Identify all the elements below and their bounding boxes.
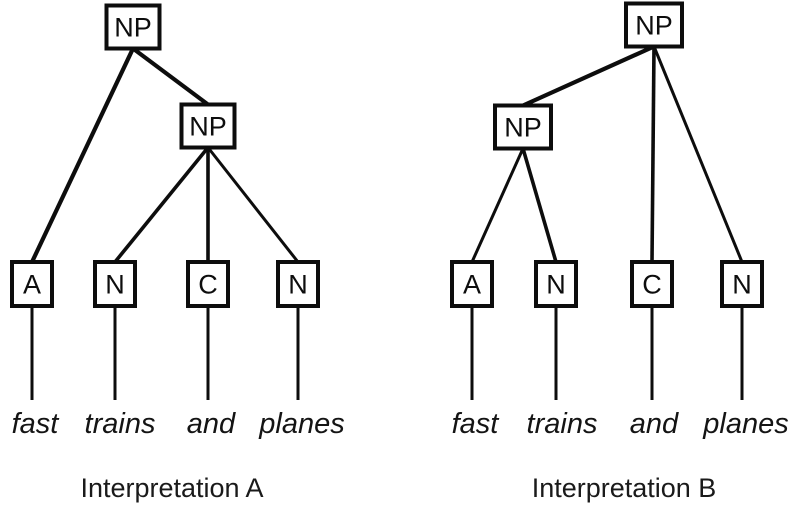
tree-node-n[interactable]: N <box>534 260 578 308</box>
tree-edge <box>30 47 135 263</box>
tree-node-c[interactable]: C <box>186 260 230 308</box>
node-label: NP <box>504 113 542 143</box>
tree-node-n[interactable]: N <box>720 260 764 308</box>
tree-node-np[interactable]: NP <box>104 3 162 51</box>
tree-node-a[interactable]: A <box>450 260 494 308</box>
node-box <box>720 260 764 308</box>
leaf-word: fast <box>452 408 501 440</box>
node-box <box>186 260 230 308</box>
node-box <box>276 260 320 308</box>
tree-caption-b: Interpretation B <box>532 473 717 503</box>
tree-edge <box>131 46 210 107</box>
node-box <box>493 103 553 151</box>
leaf-words-layer: fast trains and planes fast trains and planes <box>12 408 789 440</box>
node-box <box>534 260 578 308</box>
node-label: NP <box>635 11 673 41</box>
tree-edge <box>470 147 525 263</box>
tree-node-n[interactable]: N <box>93 260 137 308</box>
leaf-word: planes <box>258 408 344 440</box>
node-label: N <box>288 270 308 300</box>
tree-edge <box>522 44 655 108</box>
leaf-word: trains <box>527 408 598 440</box>
node-label: C <box>642 270 662 300</box>
node-box <box>179 102 237 150</box>
nodes-layer: NP NP A N C N NP NP A N C N <box>10 1 764 308</box>
stems-layer <box>30 306 744 400</box>
node-box <box>10 260 54 308</box>
tree-node-c[interactable]: C <box>630 260 674 308</box>
tree-node-np[interactable]: NP <box>179 102 237 150</box>
node-label: N <box>546 270 566 300</box>
node-box <box>104 3 162 51</box>
tree-edge <box>652 45 744 263</box>
node-label: A <box>23 270 41 300</box>
node-box <box>93 260 137 308</box>
node-box <box>450 260 494 308</box>
leaf-word: and <box>187 408 236 440</box>
leaf-word: and <box>630 408 679 440</box>
leaf-word: fast <box>12 408 61 440</box>
tree-node-np[interactable]: NP <box>624 1 684 49</box>
node-label: A <box>463 270 481 300</box>
tree-node-a[interactable]: A <box>10 260 54 308</box>
captions-layer: Interpretation A Interpretation B <box>80 473 716 503</box>
node-label: C <box>198 270 218 300</box>
node-box <box>624 1 684 49</box>
tree-node-n[interactable]: N <box>276 260 320 308</box>
tree-edge <box>650 46 656 263</box>
tree-edge <box>206 146 300 263</box>
leaf-word: trains <box>85 408 156 440</box>
node-label: N <box>105 270 125 300</box>
leaf-word: planes <box>702 408 788 440</box>
tree-edge <box>521 147 558 263</box>
node-box <box>630 260 674 308</box>
node-label: NP <box>114 13 152 43</box>
tree-node-np[interactable]: NP <box>493 103 553 151</box>
edges-layer <box>30 44 744 264</box>
node-label: NP <box>189 112 227 142</box>
tree-caption-a: Interpretation A <box>80 473 263 503</box>
tree-edge <box>113 146 210 264</box>
node-label: N <box>732 270 752 300</box>
